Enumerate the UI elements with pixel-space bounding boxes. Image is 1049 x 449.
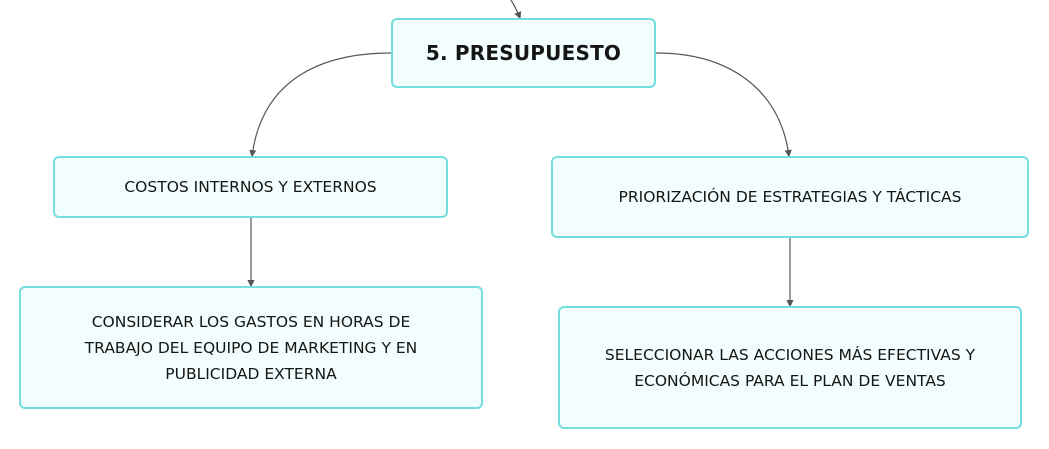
subtopic-line: SELECCIONAR LAS ACCIONES MÁS EFECTIVAS Y [604, 345, 976, 364]
subtopic-label-seleccionar-acciones: SELECCIONAR LAS ACCIONES MÁS EFECTIVAS Y… [605, 342, 975, 394]
subtopic-node-seleccionar-acciones[interactable]: SELECCIONAR LAS ACCIONES MÁS EFECTIVAS Y… [558, 306, 1022, 429]
subtopic-line: PUBLICIDAD EXTERNA [165, 364, 337, 383]
connector-parent-to-root [510, 0, 522, 20]
subtopic-node-considerar-gastos[interactable]: CONSIDERAR LOS GASTOS EN HORAS DE TRABAJ… [19, 286, 483, 409]
topic-label-costos: COSTOS INTERNOS Y EXTERNOS [124, 178, 377, 196]
topic-label-priorizacion: PRIORIZACIÓN DE ESTRATEGIAS Y TÁCTICAS [618, 188, 962, 206]
subtopic-label-considerar-gastos: CONSIDERAR LOS GASTOS EN HORAS DE TRABAJ… [85, 309, 418, 387]
connector-root-to-left-branch [249, 52, 392, 158]
connector-root-to-right-branch [655, 52, 792, 158]
root-topic-label: 5. PRESUPUESTO [425, 41, 622, 65]
topic-node-priorizacion[interactable]: PRIORIZACIÓN DE ESTRATEGIAS Y TÁCTICAS [551, 156, 1029, 238]
root-topic-node[interactable]: 5. PRESUPUESTO [391, 18, 656, 88]
subtopic-line: CONSIDERAR LOS GASTOS EN HORAS DE [91, 312, 411, 331]
subtopic-line: ECONÓMICAS PARA EL PLAN DE VENTAS [634, 371, 946, 390]
subtopic-line: TRABAJO DEL EQUIPO DE MARKETING Y EN [84, 338, 418, 357]
topic-node-costos[interactable]: COSTOS INTERNOS Y EXTERNOS [53, 156, 448, 218]
